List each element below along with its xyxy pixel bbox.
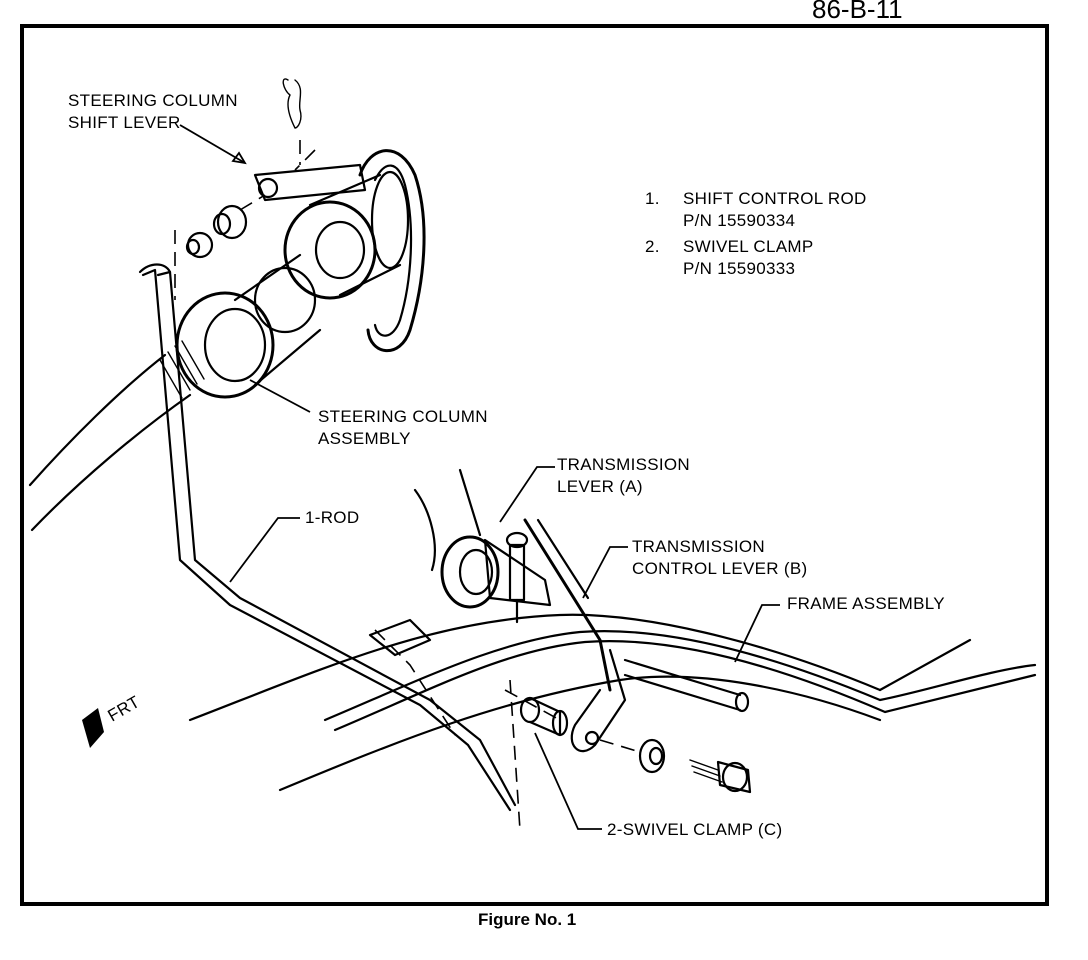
label-transmission-lever-line2: LEVER (A) [557,477,643,496]
corner-mark: 86-B-11 [812,0,903,24]
label-frame-assembly: FRAME ASSEMBLY [787,594,945,613]
label-swivel-clamp: 2-SWIVEL CLAMP (C) [607,820,782,839]
front-direction-arrow-icon [82,708,104,748]
label-frt: FRT [105,692,144,725]
legend-item1-number: 1. [645,189,660,208]
label-control-lever-line2: CONTROL LEVER (B) [632,559,807,578]
frame-assembly [188,613,1037,792]
legend-item1-pn: P/N 15590334 [683,211,795,230]
legend-item2-pn: P/N 15590333 [683,259,795,278]
label-rod: 1-ROD [305,508,359,527]
parts-legend: 1. SHIFT CONTROL ROD P/N 15590334 2. SWI… [645,189,867,278]
legend-item1-name: SHIFT CONTROL ROD [683,189,867,208]
transmission-lever-a [413,468,612,692]
figure-caption: Figure No. 1 [478,910,576,929]
label-transmission-lever-line1: TRANSMISSION [557,455,690,474]
steering-column-assembly [28,78,426,532]
label-steering-shift-lever-line2: SHIFT LEVER [68,113,181,132]
legend-item2-name: SWIVEL CLAMP [683,237,814,256]
figure-frame [20,24,1049,906]
shift-control-rod [141,268,517,812]
label-steering-shift-lever-line1: STEERING COLUMN [68,91,238,110]
label-control-lever-line1: TRANSMISSION [632,537,765,556]
legend-item2-number: 2. [645,237,660,256]
label-steering-assembly-line1: STEERING COLUMN [318,407,488,426]
swivel-clamp-assembly [504,648,752,831]
label-steering-assembly-line2: ASSEMBLY [318,429,411,448]
